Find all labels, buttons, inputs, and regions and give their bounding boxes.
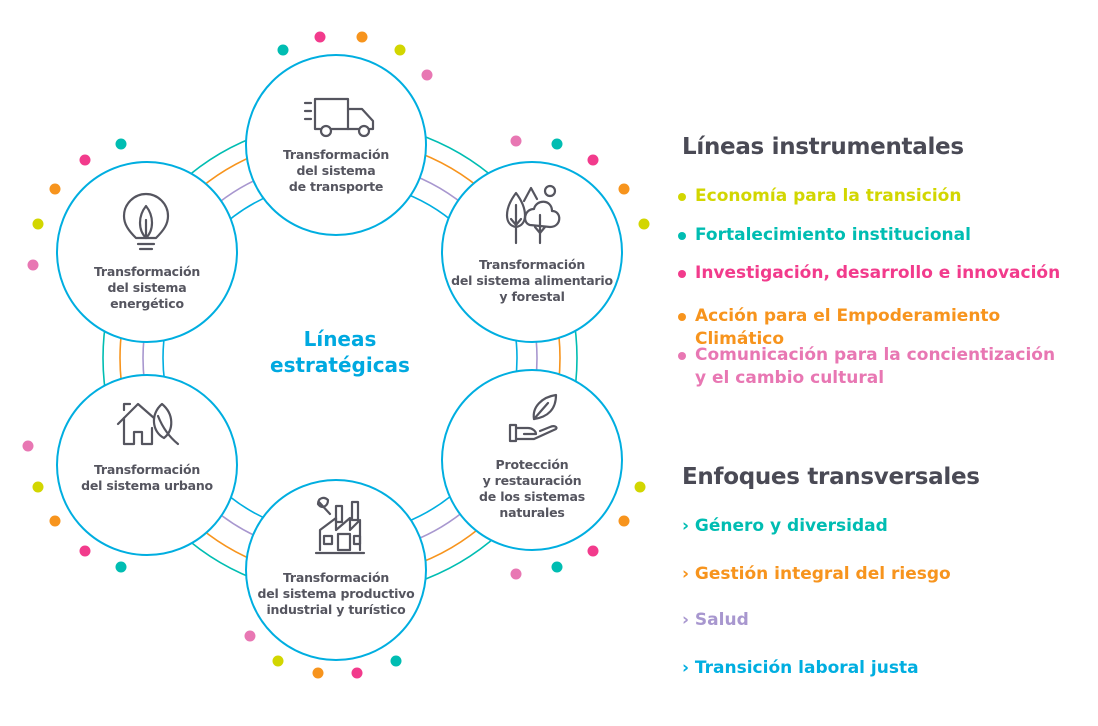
decorative-dot xyxy=(510,568,522,580)
trans-item-label: › Género y diversidad xyxy=(682,516,888,536)
inst-item: Fortalecimiento institucional xyxy=(678,224,971,247)
decorative-dot xyxy=(618,515,630,527)
inst-item-label: Acción para el Empoderamiento Climático xyxy=(695,306,1001,349)
instrumentales-panel: Líneas instrumentales Economía para la t… xyxy=(678,134,1082,404)
node-label-urbano: Transformación del sistema urbano xyxy=(81,462,213,493)
trans-item: › Transición laboral justa xyxy=(682,657,919,680)
node-label-alimentario: Transformación del sistema alimentario y… xyxy=(451,257,613,304)
node-circle xyxy=(441,161,623,343)
node-label-productivo: Transformación del sistema productivo in… xyxy=(257,570,415,617)
bullet-icon xyxy=(678,193,686,201)
node-label-energetico: Transformación del sistema energético xyxy=(93,264,201,311)
bullet-icon xyxy=(678,270,686,278)
truck-icon xyxy=(303,97,375,138)
node-label-transporte: Transformación del sistema de transporte xyxy=(282,147,390,194)
decorative-dot xyxy=(638,218,650,230)
diagram-graphics xyxy=(22,31,650,679)
decorative-dot xyxy=(618,183,630,195)
hand-leaf-icon xyxy=(508,393,558,443)
inst-item: Economía para la transición xyxy=(678,185,962,208)
lightbulb-leaf-icon xyxy=(122,192,170,251)
decorative-dot xyxy=(510,135,522,147)
decorative-dot xyxy=(634,481,646,493)
decorative-dot xyxy=(351,667,363,679)
trans-item-label: › Transición laboral justa xyxy=(682,658,919,678)
transversales-heading: Enfoques transversales xyxy=(682,464,980,490)
decorative-dot xyxy=(22,440,34,452)
strategic-lines-diagram: Transformación del sistema de transporte… xyxy=(22,31,650,679)
bullet-icon xyxy=(678,352,686,360)
node-circle xyxy=(56,374,238,556)
bullet-icon xyxy=(678,313,686,321)
decorative-dot xyxy=(312,667,324,679)
inst-item: Acción para el Empoderamiento Climático xyxy=(678,305,1082,351)
trees-icon xyxy=(505,184,561,245)
decorative-dot xyxy=(27,259,39,271)
inst-item-label: Investigación, desarrollo e innovación xyxy=(695,263,1061,283)
trans-item: › Gestión integral del riesgo xyxy=(682,563,951,586)
inst-item-label: Comunicación para la concientización y e… xyxy=(695,345,1056,388)
factory-icon xyxy=(314,496,366,555)
decorative-dot xyxy=(115,561,127,573)
decorative-dot xyxy=(272,655,284,667)
trans-item-label: › Salud xyxy=(682,610,749,630)
decorative-dot xyxy=(551,138,563,150)
decorative-dot xyxy=(356,31,368,43)
decorative-dot xyxy=(551,561,563,573)
decorative-dot xyxy=(49,183,61,195)
decorative-dot xyxy=(115,138,127,150)
house-leaf-icon xyxy=(116,402,180,446)
node-circle xyxy=(441,369,623,551)
decorative-dot xyxy=(390,655,402,667)
node-circle xyxy=(245,479,427,661)
node-label-naturales: Protección y restauración de los sistema… xyxy=(479,457,585,520)
decorative-dot xyxy=(244,630,256,642)
decorative-dot xyxy=(49,515,61,527)
decorative-dot xyxy=(314,31,326,43)
decorative-dot xyxy=(394,44,406,56)
inst-item: Investigación, desarrollo e innovación xyxy=(678,262,1061,285)
node-circle xyxy=(245,54,427,236)
inst-item-label: Fortalecimiento institucional xyxy=(695,225,971,245)
decorative-dot xyxy=(32,481,44,493)
decorative-dot xyxy=(32,218,44,230)
decorative-dot xyxy=(277,44,289,56)
decorative-dot xyxy=(421,69,433,81)
transversales-panel: Enfoques transversales › Género y divers… xyxy=(682,464,1082,694)
inst-item-label: Economía para la transición xyxy=(695,186,962,206)
decorative-dot xyxy=(79,154,91,166)
bullet-icon xyxy=(678,232,686,240)
trans-item: › Salud xyxy=(682,609,749,632)
trans-item-label: › Gestión integral del riesgo xyxy=(682,564,951,584)
decorative-dot xyxy=(587,154,599,166)
node-circle xyxy=(56,161,238,343)
inst-item: Comunicación para la concientización y e… xyxy=(678,344,1056,390)
decorative-dot xyxy=(79,545,91,557)
decorative-dot xyxy=(587,545,599,557)
trans-item: › Género y diversidad xyxy=(682,515,888,538)
center-title: Líneas estratégicas xyxy=(270,327,410,377)
instrumentales-heading: Líneas instrumentales xyxy=(682,134,964,160)
